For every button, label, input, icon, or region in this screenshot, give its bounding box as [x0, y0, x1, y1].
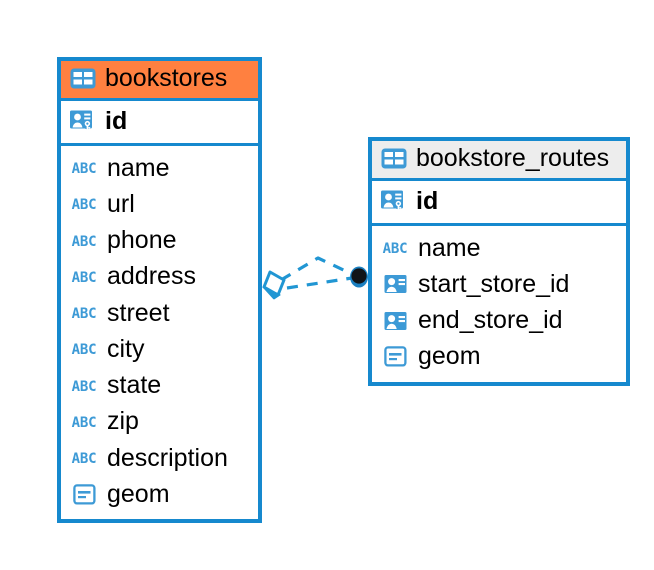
entity-primary-key-row[interactable]: id: [61, 97, 258, 146]
text-type-icon: ABC: [382, 241, 408, 258]
table-grid-icon: [381, 148, 407, 169]
column-row-geom[interactable]: geom: [61, 477, 258, 513]
foreign-key-icon: [381, 274, 409, 294]
entity-bookstore-routes[interactable]: bookstore_routes id: [368, 137, 630, 386]
text-type-icon: ABC: [71, 378, 97, 395]
column-row-geom[interactable]: geom: [372, 339, 626, 375]
column-name-label: city: [107, 334, 145, 363]
primary-key-label: id: [416, 186, 439, 215]
rhombus-marker: [262, 270, 286, 300]
entity-bookstores[interactable]: bookstores id: [57, 57, 262, 523]
column-name-label: state: [107, 371, 162, 399]
column-name-label: url: [107, 189, 135, 218]
entity-header-bookstore-routes[interactable]: bookstore_routes: [372, 141, 626, 178]
filled-circle-marker: [350, 266, 368, 288]
text-type-icon: ABC: [71, 451, 97, 468]
column-row-street[interactable]: ABC street: [61, 296, 258, 332]
foreign-key-icon: [381, 311, 409, 331]
relationship-line-straight: [286, 276, 353, 290]
text-type-icon: ABC: [71, 197, 97, 214]
text-type-icon: ABC: [71, 233, 97, 250]
text-type-icon: ABC: [71, 342, 97, 359]
column-row-name[interactable]: ABC name: [372, 231, 626, 267]
column-name-label: name: [107, 153, 170, 182]
primary-key-icon: [70, 109, 96, 133]
column-name-label: street: [107, 298, 170, 327]
column-name-label: zip: [107, 407, 139, 436]
column-name-label: start_store_id: [418, 269, 570, 298]
column-row-address[interactable]: ABC address: [61, 259, 258, 295]
column-row-name[interactable]: ABC name: [61, 151, 258, 187]
column-name-label: name: [418, 233, 481, 262]
column-row-description[interactable]: ABC description: [61, 441, 258, 477]
geometry-type-icon: [381, 346, 409, 367]
column-row-zip[interactable]: ABC zip: [61, 404, 258, 440]
primary-key-icon: [381, 189, 407, 213]
text-type-icon: ABC: [71, 161, 97, 178]
column-name-label: end_store_id: [418, 306, 563, 334]
text-type-icon: ABC: [71, 269, 97, 286]
column-row-end-store-id[interactable]: end_store_id: [372, 303, 626, 339]
column-row-start-store-id[interactable]: start_store_id: [372, 267, 626, 303]
entity-column-list: ABC name start_store_id: [372, 226, 626, 382]
column-name-label: description: [107, 443, 228, 472]
column-row-phone[interactable]: ABC phone: [61, 223, 258, 259]
column-row-url[interactable]: ABC url: [61, 187, 258, 223]
entity-column-list: ABC name ABC url ABC phone ABC address A…: [61, 146, 258, 520]
entity-primary-key-row[interactable]: id: [372, 177, 626, 226]
entity-name-label: bookstore_routes: [416, 144, 610, 172]
column-name-label: address: [107, 262, 196, 291]
geometry-type-icon: [70, 484, 98, 505]
text-type-icon: ABC: [71, 414, 97, 431]
column-name-label: geom: [418, 342, 481, 371]
entity-header-bookstores[interactable]: bookstores: [61, 61, 258, 98]
column-row-city[interactable]: ABC city: [61, 332, 258, 368]
relationship-line-arched: [280, 256, 353, 282]
column-row-state[interactable]: ABC state: [61, 368, 258, 404]
column-name-label: phone: [107, 226, 177, 254]
table-grid-icon: [70, 68, 96, 89]
primary-key-label: id: [105, 106, 128, 135]
column-name-label: geom: [107, 479, 170, 508]
entity-name-label: bookstores: [105, 64, 228, 92]
text-type-icon: ABC: [71, 306, 97, 323]
